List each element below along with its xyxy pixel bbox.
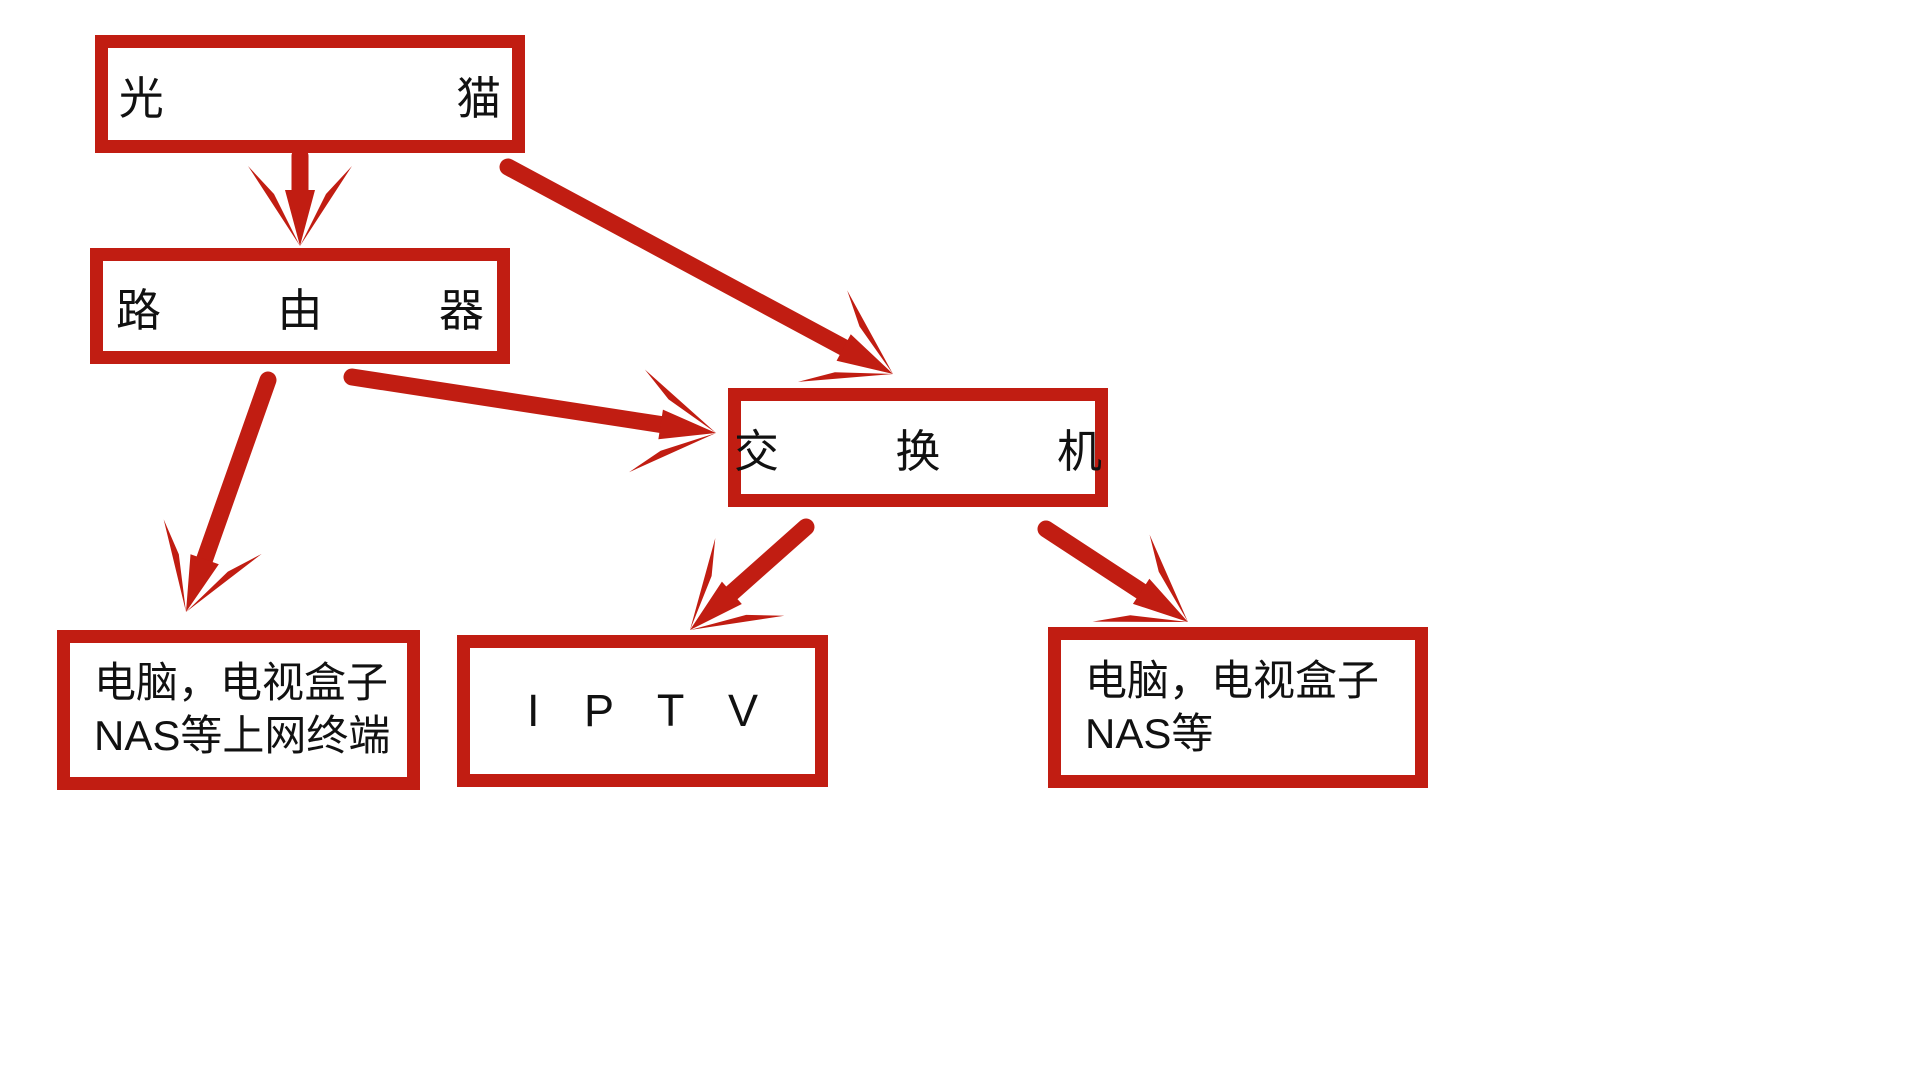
arrow-router-to-lan-terminals bbox=[163, 371, 277, 612]
node-switch: 交 换 机 bbox=[728, 388, 1108, 507]
node-lan-terminals: 电脑，电视盒子 NAS等上网终端 bbox=[57, 630, 420, 790]
node-iptv-label: I P T V bbox=[526, 685, 775, 736]
node-switch-terminals: 电脑，电视盒子 NAS等 bbox=[1048, 627, 1428, 788]
node-router-label: 路 由 器 bbox=[115, 284, 536, 336]
node-lan-terminals-line1: 电脑，电视盒子 bbox=[94, 659, 389, 707]
arrow-switch-to-iptv bbox=[690, 518, 815, 630]
arrow-switch-to-switch-terminals bbox=[1037, 520, 1188, 622]
arrow-router-to-switch bbox=[343, 368, 716, 473]
node-iptv: I P T V bbox=[457, 635, 828, 787]
node-switch-terminals-line2: NAS等 bbox=[1085, 709, 1214, 757]
node-router: 路 由 器 bbox=[90, 248, 510, 364]
node-optical-modem: 光 猫 bbox=[95, 35, 525, 153]
arrow-optical-modem-to-switch bbox=[499, 158, 893, 382]
arrow-optical-modem-to-router bbox=[248, 147, 352, 246]
node-switch-terminals-line1: 电脑，电视盒子 bbox=[1085, 656, 1380, 704]
node-lan-terminals-line2: NAS等上网终端 bbox=[94, 712, 391, 759]
node-optical-modem-label: 光 猫 bbox=[118, 72, 642, 124]
node-switch-label: 交 换 机 bbox=[734, 426, 1155, 477]
